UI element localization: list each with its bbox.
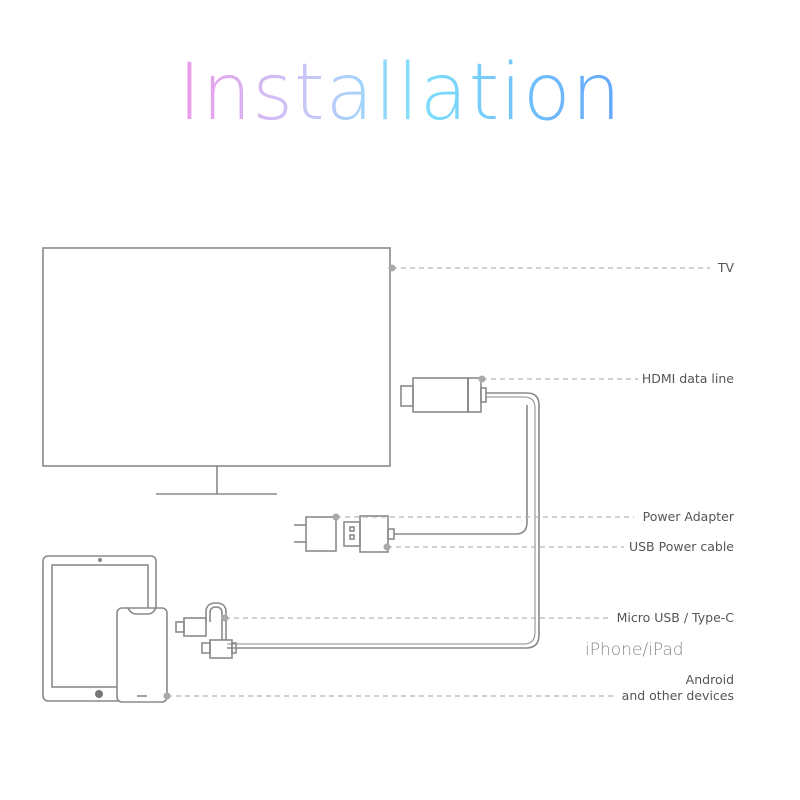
- label-micro-usb-type-c: Micro USB / Type-C: [616, 610, 734, 625]
- label-hdmi-data-line: HDMI data line: [641, 371, 734, 386]
- label-iphone-ipad: iPhone/iPad: [585, 640, 684, 660]
- hdmi-cable: [227, 392, 540, 649]
- iphone: [116, 607, 168, 703]
- dot-android: [163, 692, 171, 700]
- micro-usb-type-c-connector: [175, 602, 237, 659]
- dot-tv: [388, 264, 396, 272]
- dot-micro-usb: [221, 614, 229, 622]
- hdmi-connector: [400, 377, 487, 413]
- power-adapter: [294, 516, 337, 552]
- installation-title: Installation: [0, 48, 800, 138]
- label-tv: TV: [717, 260, 734, 275]
- usb-power-cable: [394, 405, 528, 535]
- label-power-adapter: Power Adapter: [642, 509, 734, 524]
- tv-screen: [42, 247, 391, 467]
- label-android-line2: and other devices: [621, 688, 734, 703]
- label-android-line1: Android: [685, 672, 734, 687]
- dot-power-adapter: [332, 513, 340, 521]
- dot-hdmi: [478, 375, 486, 383]
- label-usb-power-cable: USB Power cable: [628, 539, 734, 554]
- dot-usb-power-cable: [383, 543, 391, 551]
